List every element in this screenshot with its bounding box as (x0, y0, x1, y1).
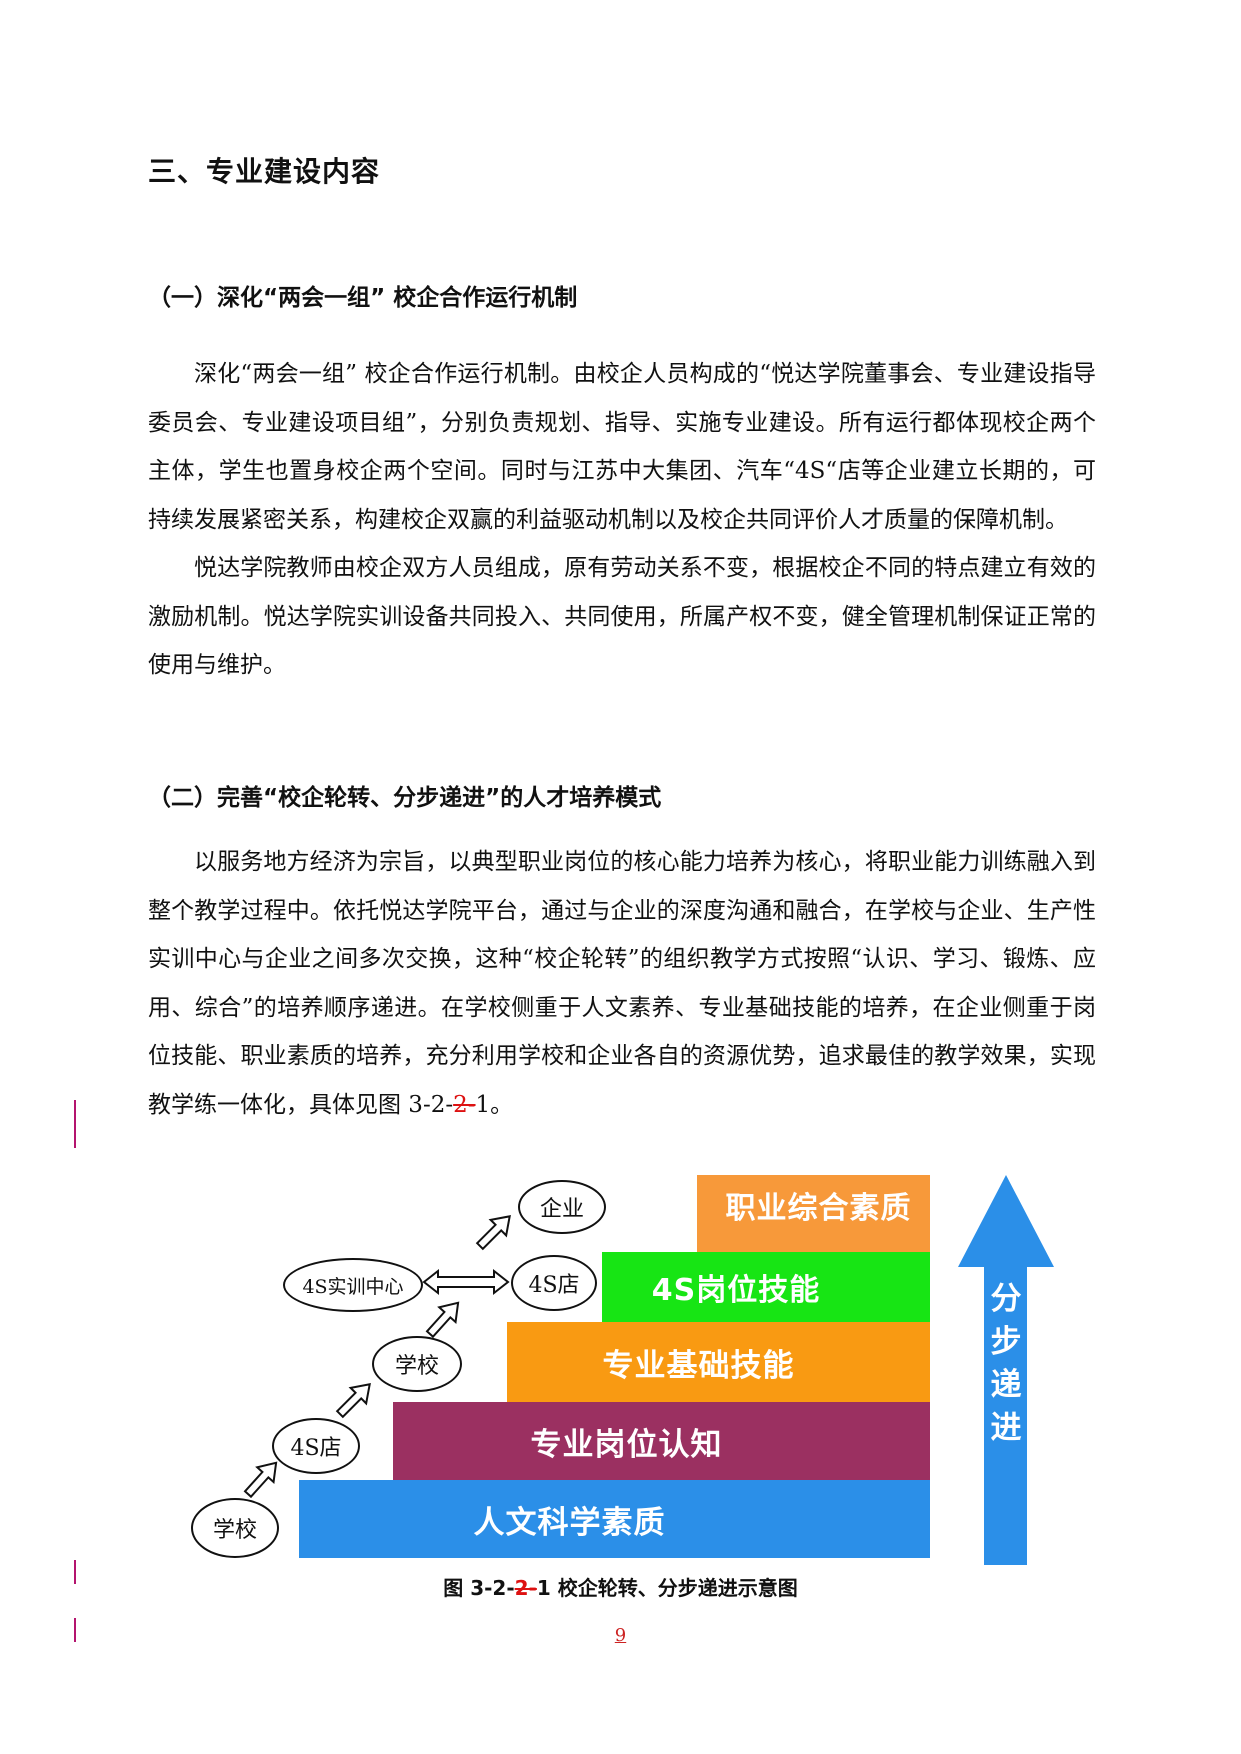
progression-char: 分 (990, 1281, 1022, 1317)
figure-caption: 图 3-2-2-1 校企轮转、分步递进示意图 (0, 1572, 1241, 1601)
section1-paragraph-2: 悦达学院教师由校企双方人员组成，原有劳动关系不变，根据校企不同的特点建立有效的激… (148, 555, 1096, 678)
arrow-up-right-icon (238, 1454, 286, 1503)
page-number: 9 (614, 1625, 627, 1646)
step-humanities: 人文科学素质 (299, 1480, 930, 1558)
caption-prefix: 图 3-2- (443, 1576, 515, 1600)
oval-school-1-label: 学校 (212, 1518, 257, 1543)
section2-body: 以服务地方经济为宗旨，以典型职业岗位的核心能力培养为核心，将职业能力训练融入到整… (148, 838, 1096, 1129)
oval-school-1: 学校 (191, 1498, 279, 1558)
section2-paragraph-end: 1。 (475, 1091, 514, 1118)
step-humanities-label: 人文科学素质 (473, 1504, 666, 1541)
arrow-up-right-icon (471, 1207, 519, 1255)
section1-body: 深化“两会一组” 校企合作运行机制。由校企人员构成的“悦达学院董事会、专业建设指… (148, 350, 1096, 690)
revision-bar (74, 1618, 76, 1642)
revision-bar (74, 1100, 76, 1148)
tracked-deletion: 2- (453, 1091, 476, 1118)
section1-title: （一）深化“两会一组” 校企合作运行机制 (148, 285, 578, 311)
arrow-up-right-icon (420, 1294, 468, 1343)
oval-4s-training-center: 4S实训中心 (283, 1258, 423, 1312)
oval-4s-training-center-label: 4S实训中心 (302, 1275, 404, 1298)
section2-paragraph: 以服务地方经济为宗旨，以典型职业岗位的核心能力培养为核心，将职业能力训练融入到整… (148, 838, 1096, 1129)
oval-enterprise-label: 企业 (539, 1197, 584, 1222)
section2-title: （二）完善“校企轮转、分步递进”的人才培养模式 (148, 785, 662, 811)
step-professional-cognition: 专业岗位认知 (393, 1402, 930, 1480)
step-comprehensive-quality: 职业综合素质 (697, 1175, 930, 1252)
step-basic-skills-label: 专业基础技能 (602, 1347, 795, 1384)
double-arrow-icon (422, 1268, 510, 1296)
oval-4s-store-2: 4S店 (511, 1255, 597, 1311)
progression-arrow-icon (958, 1175, 1054, 1565)
step-4s-skills: 4S岗位技能 (602, 1252, 930, 1322)
progression-char: 步 (990, 1324, 1022, 1360)
step-professional-cognition-label: 专业岗位认知 (530, 1426, 723, 1463)
oval-school-2-label: 学校 (394, 1354, 439, 1379)
progression-label: 分 步 递 进 (985, 1278, 1027, 1450)
revision-bar (74, 1560, 76, 1584)
progression-char: 进 (990, 1410, 1022, 1446)
oval-4s-store-1: 4S店 (272, 1418, 360, 1474)
progression-char: 递 (990, 1367, 1022, 1403)
arrow-up-right-icon (331, 1375, 379, 1423)
section2-paragraph-main: 以服务地方经济为宗旨，以典型职业岗位的核心能力培养为核心，将职业能力训练融入到整… (148, 849, 1096, 1118)
main-heading: 三、专业建设内容 (148, 155, 381, 188)
caption-suffix: 1 校企轮转、分步递进示意图 (536, 1576, 798, 1600)
oval-4s-store-2-label: 4S店 (528, 1273, 580, 1298)
section1-paragraph-1: 深化“两会一组” 校企合作运行机制。由校企人员构成的“悦达学院董事会、专业建设指… (148, 361, 1096, 533)
oval-4s-store-1-label: 4S店 (290, 1436, 342, 1461)
oval-school-2: 学校 (372, 1336, 462, 1392)
step-comprehensive-quality-label: 职业综合素质 (725, 1190, 912, 1226)
oval-enterprise: 企业 (518, 1180, 606, 1234)
caption-tracked-deletion: 2- (514, 1576, 537, 1600)
step-4s-skills-label: 4S岗位技能 (651, 1273, 821, 1308)
step-basic-skills: 专业基础技能 (507, 1322, 930, 1402)
